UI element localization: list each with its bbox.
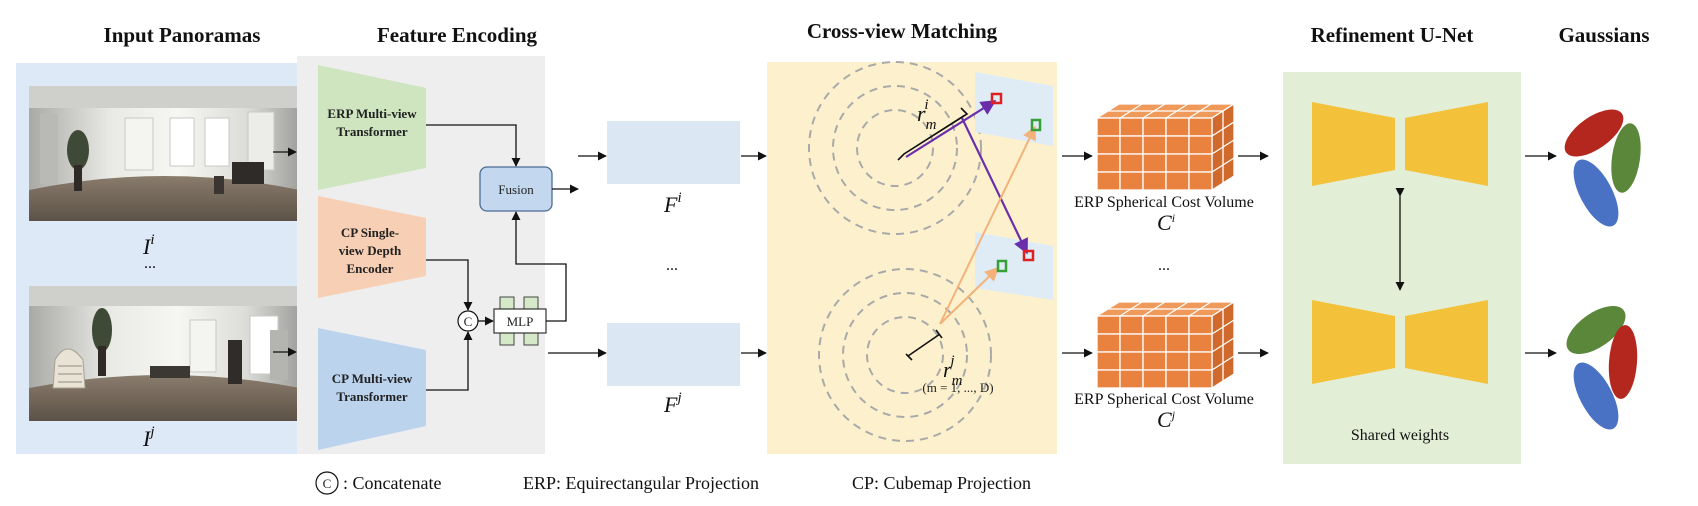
ray-orange-short: [939, 267, 1000, 325]
image-plane-bottom: [975, 232, 1053, 300]
erp-multiview-transformer: ERP Multi-view Transformer: [318, 65, 426, 190]
ray-purple-cross: [961, 117, 1028, 255]
match-marker-red-top: [990, 92, 1003, 105]
feature-ellipsis: ...: [666, 257, 678, 274]
panorama-image-top: [29, 86, 300, 221]
mlp-block: MLP: [493, 296, 547, 346]
arrow-mlp-to-fusion: [511, 211, 567, 322]
header-gaussians: Gaussians: [1558, 23, 1649, 47]
gaussians-top: [1564, 109, 1641, 227]
sphere-rings-top: [808, 61, 982, 235]
header-input-panoramas: Input Panoramas: [104, 23, 261, 47]
header-cross-view-matching: Cross-view Matching: [807, 19, 998, 43]
arrow-erp-to-fusion: [426, 124, 521, 167]
svg-text:Encoder: Encoder: [347, 261, 394, 276]
header-refinement-unet: Refinement U-Net: [1311, 23, 1474, 47]
radius-bracket-top: [897, 107, 969, 161]
legend-concat-icon-letter: C: [323, 476, 332, 491]
unet-bottom: [1312, 300, 1488, 384]
match-marker-green-bottom: [996, 259, 1008, 273]
svg-text:MLP: MLP: [507, 314, 534, 329]
feature-map-top: [607, 121, 740, 184]
svg-text:Transformer: Transformer: [336, 124, 407, 139]
fusion-block: Fusion: [479, 166, 553, 212]
depth-range-label: (m = 1, ..., D): [922, 380, 993, 395]
match-marker-green-top: [1030, 118, 1042, 132]
panorama-image-bottom: [29, 286, 300, 421]
svg-text:ERP Multi-view: ERP Multi-view: [327, 106, 417, 121]
arrow-cpsingle-to-concat: [426, 259, 473, 311]
cost-volume-symbol-bottom: Cj: [1157, 407, 1176, 432]
cost-volume-top: [1094, 102, 1237, 192]
radius-bracket-bottom: [905, 329, 943, 361]
svg-text:Transformer: Transformer: [336, 389, 407, 404]
header-feature-encoding: Feature Encoding: [377, 23, 538, 47]
cost-volume-caption-bottom: ERP Spherical Cost Volume: [1074, 391, 1254, 408]
svg-text:CP Multi-view: CP Multi-view: [332, 371, 413, 386]
svg-text:view Depth: view Depth: [339, 243, 402, 258]
arrow-cpmulti-to-concat: [426, 331, 473, 391]
cp-single-view-depth-encoder: CP Single- view Depth Encoder: [318, 196, 426, 298]
cost-volume-bottom: [1094, 300, 1237, 390]
legend-concatenate: : Concatenate: [343, 473, 441, 493]
input-ellipsis: ...: [144, 255, 156, 272]
concatenate-symbol: C: [457, 310, 479, 332]
legend-concat-icon: [315, 471, 339, 495]
radius-label-top: rmi: [917, 97, 937, 133]
match-marker-red-bottom: [1022, 249, 1035, 262]
cost-volume-ellipsis: ...: [1158, 257, 1170, 274]
input-label-bottom: Ij: [142, 424, 155, 451]
svg-text:Fusion: Fusion: [498, 182, 534, 197]
feature-map-bottom: [607, 323, 740, 386]
legend-erp: ERP: Equirectangular Projection: [523, 473, 759, 493]
sphere-rings-bottom: [818, 268, 992, 442]
cp-multiview-transformer: CP Multi-view Transformer: [318, 328, 426, 450]
radius-label-bottom: rmj: [943, 353, 963, 389]
shared-weights-label: Shared weights: [1351, 427, 1449, 444]
unet-top: [1312, 102, 1488, 186]
feature-label-bottom: Fj: [663, 390, 682, 417]
legend-cp: CP: Cubemap Projection: [852, 473, 1031, 493]
gaussians-bottom: [1566, 306, 1638, 430]
feature-label-top: Fi: [663, 190, 682, 217]
cost-volume-caption-top: ERP Spherical Cost Volume: [1074, 194, 1254, 211]
svg-text:C: C: [464, 314, 473, 329]
input-label-top: Ii: [142, 232, 155, 259]
ray-purple-top: [905, 100, 997, 158]
legend: C : Concatenate ERP: Equirectangular Pro…: [315, 471, 1031, 495]
svg-text:CP Single-: CP Single-: [341, 225, 399, 240]
cost-volume-symbol-top: Ci: [1157, 210, 1175, 235]
ray-orange-long: [939, 125, 1036, 325]
